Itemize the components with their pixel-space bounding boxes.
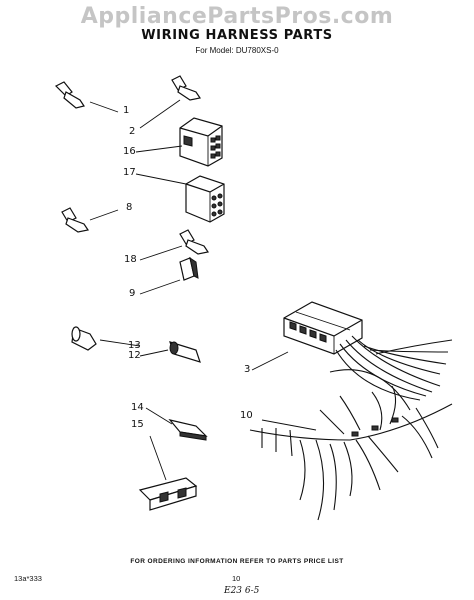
callout-9: 9 [129,288,136,299]
page-number: 10 [232,574,241,583]
part-13-sleeve [71,326,141,351]
part-10-harness [249,335,453,521]
part-8-terminal [61,207,119,233]
document-number: 13a*333 [14,574,42,583]
part-2-terminal [139,75,201,129]
page-title: WIRING HARNESS PARTS [141,28,333,43]
part-15-bracket [138,435,198,511]
callout-17: 17 [123,167,136,178]
callout-18: 18 [124,254,137,265]
callout-12: 12 [128,350,141,361]
part-3-connector [251,301,363,371]
watermark: AppliancePartsPros.com [80,4,394,29]
part-12-insulator [139,341,201,363]
callout-8: 8 [126,202,133,213]
part-16-connector [135,117,223,167]
part-18-terminal [139,229,209,261]
callout-13: 13 [128,340,141,351]
ordering-info-footer: FOR ORDERING INFORMATION REFER TO PARTS … [130,558,344,565]
callout-16: 16 [123,146,136,157]
part-17-connector [135,173,225,223]
handwritten-note: E23 6-5 [224,586,260,596]
part-14-insulator [145,407,208,441]
callout-1: 1 [123,105,130,116]
part-9-block [139,256,199,295]
callout-10: 10 [240,410,253,421]
callout-3: 3 [244,364,251,375]
model-subtitle: For Model: DU780XS-0 [195,46,279,55]
callout-2: 2 [129,126,136,137]
callout-14: 14 [131,402,144,413]
callout-15: 15 [131,419,144,430]
part-1-terminal [54,81,119,113]
